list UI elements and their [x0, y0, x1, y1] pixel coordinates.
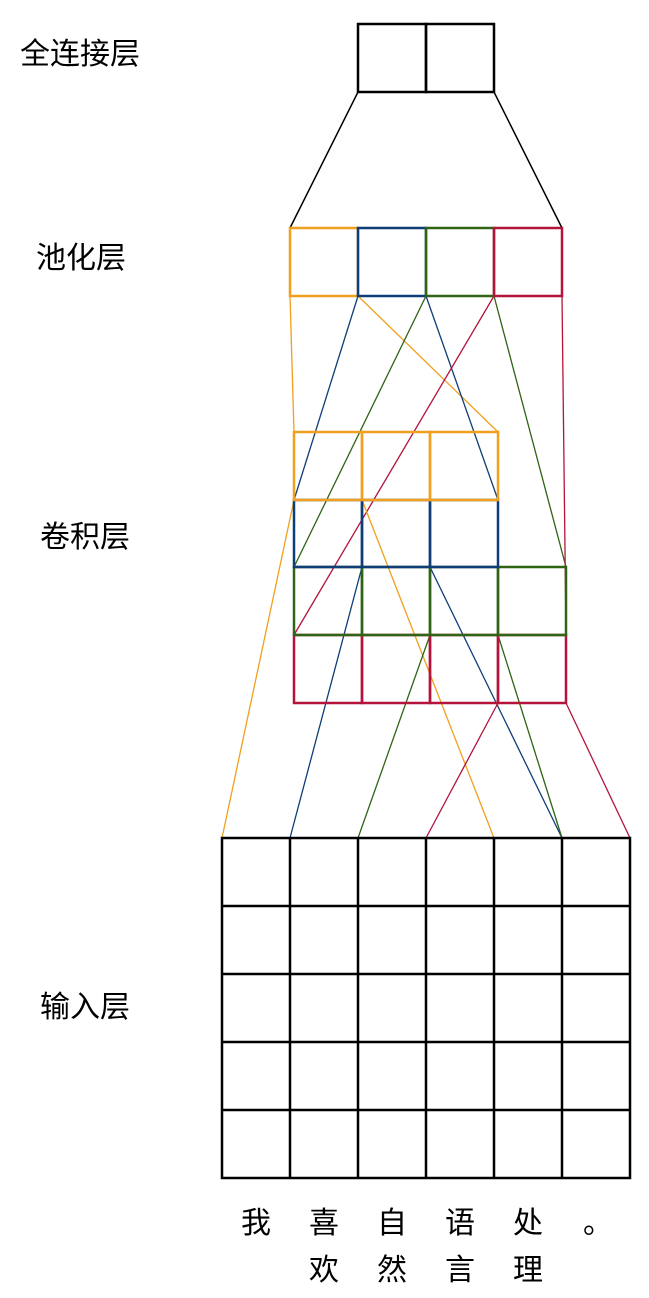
label-fully-connected-layer: 全连接层 — [20, 37, 140, 72]
fc-unit-2 — [424, 22, 496, 94]
label-pooling-layer: 池化层 — [36, 241, 126, 276]
input-tokens: 我 喜 欢 自 然 语 言 处 理 。 — [241, 1206, 613, 1288]
token-4-top: 语 — [445, 1206, 475, 1241]
pool-unit-red — [492, 226, 564, 298]
conv-red-cell-2 — [360, 633, 432, 705]
pool-unit-orange — [288, 226, 360, 298]
pool-conv-blue-2 — [425, 295, 499, 501]
label-convolution-layer: 卷积层 — [40, 520, 130, 555]
token-2-top: 喜 — [309, 1206, 339, 1241]
token-3-bottom: 然 — [377, 1253, 407, 1288]
token-1-top: 我 — [241, 1206, 271, 1241]
conv-orange-cell-2 — [360, 430, 432, 502]
conv-row-orange — [292, 430, 500, 502]
fc-pool-line-right — [493, 91, 563, 229]
conv-input-orange-2 — [361, 499, 495, 839]
conv-blue-cell-2 — [360, 498, 432, 569]
pool-conv-orange-1 — [289, 295, 295, 433]
fc-pool-connections — [289, 91, 563, 229]
pool-conv-green-2 — [493, 295, 567, 568]
conv-red-cell-3 — [428, 633, 500, 705]
conv-input-green-2 — [497, 634, 563, 839]
conv-row-green — [292, 565, 568, 637]
conv-input-green-1 — [357, 634, 431, 839]
conv-input-orange-1 — [221, 499, 295, 839]
pool-unit-blue — [356, 226, 428, 298]
fc-layer — [356, 22, 496, 94]
pool-conv-connections — [289, 295, 567, 636]
conv-input-red-1 — [425, 702, 499, 839]
token-5-top: 处 — [513, 1206, 543, 1241]
input-layer-grid — [220, 836, 632, 1180]
pool-layer — [288, 226, 564, 298]
pool-unit-green — [424, 226, 496, 298]
conv-green-cell-2 — [360, 565, 432, 637]
fc-unit-1 — [356, 22, 428, 94]
pool-conv-blue-1 — [293, 295, 359, 501]
conv-layer — [292, 430, 568, 705]
token-6-top: 。 — [583, 1206, 613, 1241]
fc-pool-line-left — [289, 91, 359, 229]
conv-input-red-2 — [565, 702, 631, 839]
token-5-bottom: 理 — [513, 1253, 543, 1288]
token-3-top: 自 — [377, 1206, 407, 1241]
label-input-layer: 输入层 — [40, 990, 130, 1025]
pool-conv-red-1 — [293, 295, 495, 636]
conv-row-blue — [292, 498, 500, 569]
conv-green-cell-3 — [428, 565, 500, 637]
conv-orange-cell-3 — [428, 430, 500, 502]
token-4-bottom: 言 — [445, 1253, 475, 1288]
conv-blue-cell-3 — [428, 498, 500, 569]
conv-blue-cell-1 — [292, 498, 364, 569]
pool-conv-orange-2 — [357, 295, 499, 433]
conv-green-cell-4 — [496, 565, 568, 637]
conv-input-connections — [221, 499, 631, 839]
token-2-bottom: 欢 — [309, 1253, 339, 1288]
